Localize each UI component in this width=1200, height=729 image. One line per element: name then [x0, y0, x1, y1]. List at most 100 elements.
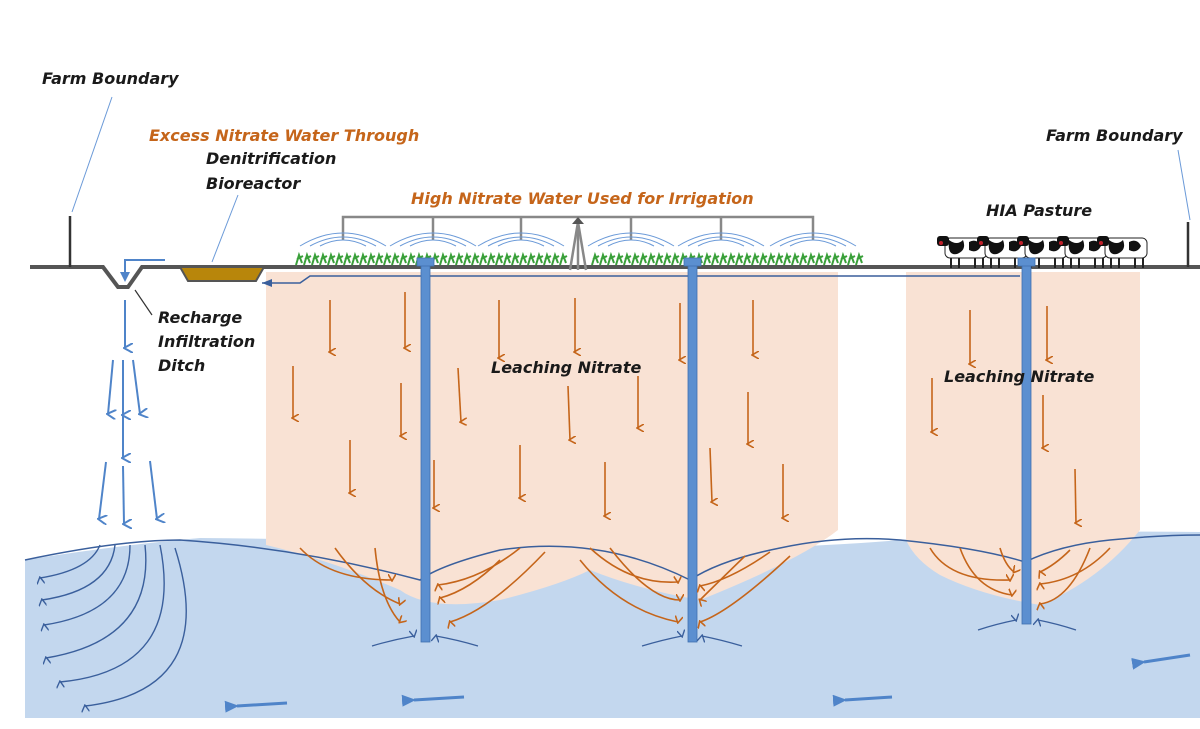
farm-boundary-pointer-left	[71, 96, 113, 213]
well-3	[1021, 261, 1032, 625]
cow	[937, 236, 988, 268]
crop-plant	[607, 251, 616, 266]
bioreactor-label: Bioreactor	[206, 174, 301, 193]
crop-plant	[551, 251, 560, 266]
crop-plant	[503, 251, 512, 266]
cow	[1097, 236, 1148, 268]
crop-plant	[671, 251, 680, 266]
crop-plant	[655, 251, 664, 266]
farm-boundary-left-label: Farm Boundary	[42, 69, 179, 88]
crop-plant	[519, 251, 528, 266]
crop-plant	[559, 251, 568, 266]
ground-surface	[30, 265, 1200, 289]
bioreactor-outflow-arrow	[124, 259, 165, 276]
crop-plant	[791, 251, 800, 266]
crop-plant	[615, 251, 624, 266]
bioreactor	[178, 266, 266, 282]
recharge-label: Recharge	[158, 308, 243, 327]
crop-plant	[335, 251, 344, 266]
sprinkler-valve	[572, 217, 584, 224]
crop-plant	[351, 251, 360, 266]
crop-plant	[543, 251, 552, 266]
sprinkler-spray	[299, 232, 857, 247]
denitrification-label: Denitrification	[206, 149, 337, 168]
crop-plant	[527, 251, 536, 266]
crop-plant	[495, 251, 504, 266]
crop-plant	[839, 251, 848, 266]
drain-pipe-head	[262, 279, 272, 287]
crop-plant	[735, 251, 744, 266]
crop-plant	[343, 251, 352, 266]
groundwater-spread-arrows	[40, 544, 187, 706]
farm-boundary-pointer-right	[1177, 149, 1191, 221]
crop-plant	[479, 251, 488, 266]
crop-plant	[623, 251, 632, 266]
excess-nitrate-label: Excess Nitrate Water Through	[149, 126, 420, 145]
crop-plant	[599, 251, 608, 266]
recharge-pointer	[134, 289, 153, 316]
crop-plant	[455, 251, 464, 266]
crop-plant	[703, 251, 712, 266]
crop-plant	[775, 251, 784, 266]
crop-plant	[471, 251, 480, 266]
crop-plant	[727, 251, 736, 266]
crop-plant	[359, 251, 368, 266]
crop-plant	[511, 251, 520, 266]
farm-boundary-right-label: Farm Boundary	[1046, 126, 1183, 145]
crop-plant	[535, 251, 544, 266]
well-2-cap	[683, 257, 702, 267]
crop-plant	[711, 251, 720, 266]
cone-arrows	[299, 547, 1111, 622]
crop-plant	[639, 251, 648, 266]
crop-plant	[319, 251, 328, 266]
crop-plant	[799, 251, 808, 266]
crop-plant	[631, 251, 640, 266]
crop-plant	[399, 251, 408, 266]
ditch-label: Ditch	[158, 356, 206, 375]
crop-plant	[647, 251, 656, 266]
crop-plant	[815, 251, 824, 266]
leaching-nitrate-label-left: Leaching Nitrate	[491, 358, 642, 377]
cow	[977, 236, 1028, 268]
well-1-cap	[416, 257, 435, 267]
crop-plant	[855, 251, 864, 266]
crop-plant	[295, 251, 304, 266]
crop-plant	[391, 251, 400, 266]
well-inflow-arrows	[371, 620, 1077, 647]
groundwater-zone	[25, 531, 1200, 718]
crop-plant	[663, 251, 672, 266]
well-1	[420, 261, 431, 643]
crop-plant	[375, 251, 384, 266]
cow-herd	[937, 236, 1148, 268]
crop-plant	[327, 251, 336, 266]
leaching-nitrate-label-right: Leaching Nitrate	[944, 367, 1095, 386]
crop-plant	[487, 251, 496, 266]
crop-plant	[767, 251, 776, 266]
well-2	[687, 261, 698, 643]
drain-pipe	[262, 275, 1020, 284]
crop-plant	[823, 251, 832, 266]
crop-plant	[719, 251, 728, 266]
crop-plant	[743, 251, 752, 266]
crop-row	[295, 251, 864, 266]
wells	[416, 257, 1036, 643]
crop-plant	[383, 251, 392, 266]
crop-plant	[759, 251, 768, 266]
regional-flow-arrows	[224, 653, 1191, 713]
crop-plant	[439, 251, 448, 266]
crop-plant	[447, 251, 456, 266]
crop-plant	[807, 251, 816, 266]
crop-plant	[407, 251, 416, 266]
recharge-arrows	[99, 300, 157, 524]
crop-plant	[303, 251, 312, 266]
crop-plant	[831, 251, 840, 266]
bioreactor-pointer	[211, 194, 239, 263]
crop-plant	[311, 251, 320, 266]
crop-plant	[591, 251, 600, 266]
crop-plant	[847, 251, 856, 266]
crop-plant	[367, 251, 376, 266]
well-3-cap	[1017, 257, 1036, 267]
high-nitrate-label: High Nitrate Water Used for Irrigation	[411, 189, 754, 208]
